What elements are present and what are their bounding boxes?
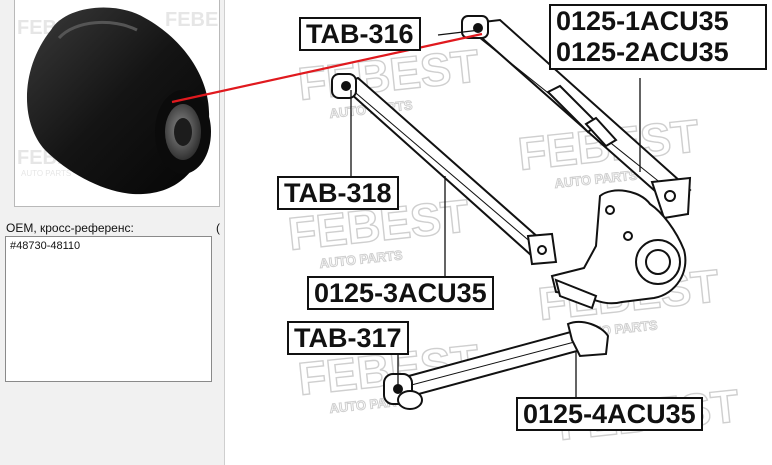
side-mark: (: [216, 221, 220, 235]
bushing-highlight: [57, 20, 138, 40]
callout-arm-4: 0125-4ACU35: [516, 397, 703, 431]
rubber-bushing-image: FEBEST FEBEST FEBEST AUTO PARTS: [17, 7, 244, 195]
bushing-photo: FEBEST FEBEST FEBEST AUTO PARTS: [14, 0, 244, 207]
lower-arm-outer-bushing: [566, 320, 610, 358]
callout-tab-316: TAB-316: [299, 17, 421, 51]
callout-upper-arm-2: 0125-2ACU35: [556, 37, 729, 67]
oem-number: #48730-48110: [10, 240, 81, 252]
oem-label: OEM, кросс-референс:: [6, 221, 134, 235]
watermark-tag-photo: AUTO PARTS: [21, 169, 71, 178]
knuckle: [550, 189, 687, 310]
arm-318: [331, 73, 558, 266]
leader-lines: [350, 29, 641, 398]
oem-list[interactable]: #48730-48110: [5, 236, 212, 382]
left-panel: FEBEST FEBEST FEBEST AUTO PARTS OEM, кро…: [0, 0, 244, 465]
upper-arm: [461, 15, 692, 220]
photo-pointer-line: [171, 32, 483, 104]
bushing-bore: [174, 118, 192, 146]
callout-tab-317: TAB-317: [287, 321, 409, 355]
callout-upper-arms: 0125-1ACU35 0125-2ACU35: [549, 4, 767, 70]
leader-tab316: [437, 29, 481, 36]
callout-arm-3: 0125-3ACU35: [307, 276, 494, 310]
callout-upper-arm-1: 0125-1ACU35: [556, 6, 729, 36]
callout-tab-318: TAB-318: [277, 176, 399, 210]
